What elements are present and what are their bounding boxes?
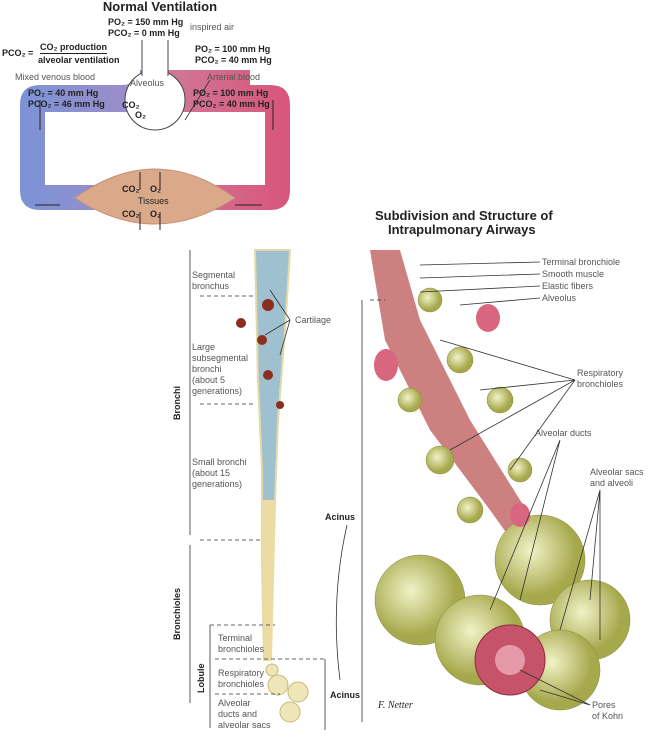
tissue-co2-bottom: CO₂ <box>122 209 140 219</box>
leader-lines <box>184 79 601 730</box>
label-line: Small bronchi <box>192 457 247 467</box>
airways-title-1: Subdivision and Structure of <box>375 208 553 223</box>
label-line: and alveoli <box>590 478 634 488</box>
label-line: bronchi <box>192 364 222 374</box>
arterial-label: Arterial blood <box>207 72 261 82</box>
arterial-po2: PO₂ = 100 mm Hg <box>193 88 269 98</box>
signature: F. Netter <box>378 700 413 711</box>
alveolus-detail-label: Alveolus <box>542 293 577 303</box>
alveolus-label: Alveolus <box>130 78 165 88</box>
cartilage-label: Cartilage <box>295 315 332 325</box>
alveolar-po2: PO₂ = 100 mm Hg <box>195 44 271 54</box>
alveolar-ducts-label: Alveolar ducts <box>535 428 592 438</box>
acinus-detail <box>370 250 631 711</box>
airways-title-2: Intrapulmonary Airways <box>388 222 536 237</box>
formula-numerator: CO₂ production <box>40 42 107 54</box>
acinus-label-upper: Acinus <box>325 512 356 522</box>
acinus-label-lower: Acinus <box>330 690 361 700</box>
arterial-pco2: PCO₂ = 40 mm Hg <box>193 99 270 109</box>
elastic-fibers-label: Elastic fibers <box>542 281 594 291</box>
inspired-po2: PO₂ = 150 mm Hg <box>108 17 184 27</box>
flow-arrows <box>35 100 274 230</box>
label-line: Respiratory <box>218 668 265 678</box>
label-line: (about 5 <box>192 375 226 385</box>
venous-label: Mixed venous blood <box>15 72 96 82</box>
label-line: subsegmental <box>192 353 249 363</box>
tissues-label: Tissues <box>138 196 169 206</box>
circulation-loop <box>20 40 290 225</box>
label-line: bronchioles <box>218 644 265 654</box>
tissue-o2-bottom: O₂ <box>150 209 161 219</box>
label-line: bronchus <box>192 281 230 291</box>
label-line: generations) <box>192 479 243 489</box>
formula-lhs: PCO₂ = <box>2 48 34 58</box>
terminal-bronchiole-label: Terminal bronchiole <box>542 257 621 267</box>
label-line: Large <box>192 342 216 352</box>
venous-po2: PO₂ = 40 mm Hg <box>28 88 99 98</box>
label-line: Respiratory <box>577 368 624 378</box>
label-line: (about 15 <box>192 468 231 478</box>
formula-denominator: alveolar ventilation <box>38 55 120 65</box>
label-line: Pores <box>592 700 616 710</box>
inspired-air-label: inspired air <box>190 22 235 32</box>
tissue-o2-top: O₂ <box>150 184 161 194</box>
alveolus-o2: O₂ <box>135 110 146 120</box>
label-line: ducts and <box>218 709 258 719</box>
venous-pco2: PCO₂ = 46 mm Hg <box>28 99 105 109</box>
smooth-muscle-label: Smooth muscle <box>542 269 605 279</box>
label-line: bronchioles <box>218 679 265 689</box>
tissue-co2-top: CO₂ <box>122 184 140 194</box>
label-line: bronchioles <box>577 379 624 389</box>
bronchioles-label: Bronchioles <box>172 587 182 640</box>
label-line: of Kohn <box>592 711 624 721</box>
label-line: Alveolar sacs <box>590 467 644 477</box>
alveolar-pco2: PCO₂ = 40 mm Hg <box>195 55 272 65</box>
label-line: Terminal <box>218 633 253 643</box>
bronchial-tree <box>236 249 309 723</box>
alveolus-co2: CO₂ <box>122 100 140 110</box>
label-line: Alveolar <box>218 698 251 708</box>
lobule-label: Lobule <box>196 663 206 694</box>
label-line: alveolar sacs <box>218 720 271 730</box>
label-line: Segmental <box>192 270 236 280</box>
inspired-pco2: PCO₂ = 0 mm Hg <box>108 28 180 38</box>
ventilation-title: Normal Ventilation <box>102 0 218 14</box>
tissues <box>74 168 236 225</box>
label-line: generations) <box>192 386 243 396</box>
bronchi-label: Bronchi <box>172 385 182 420</box>
